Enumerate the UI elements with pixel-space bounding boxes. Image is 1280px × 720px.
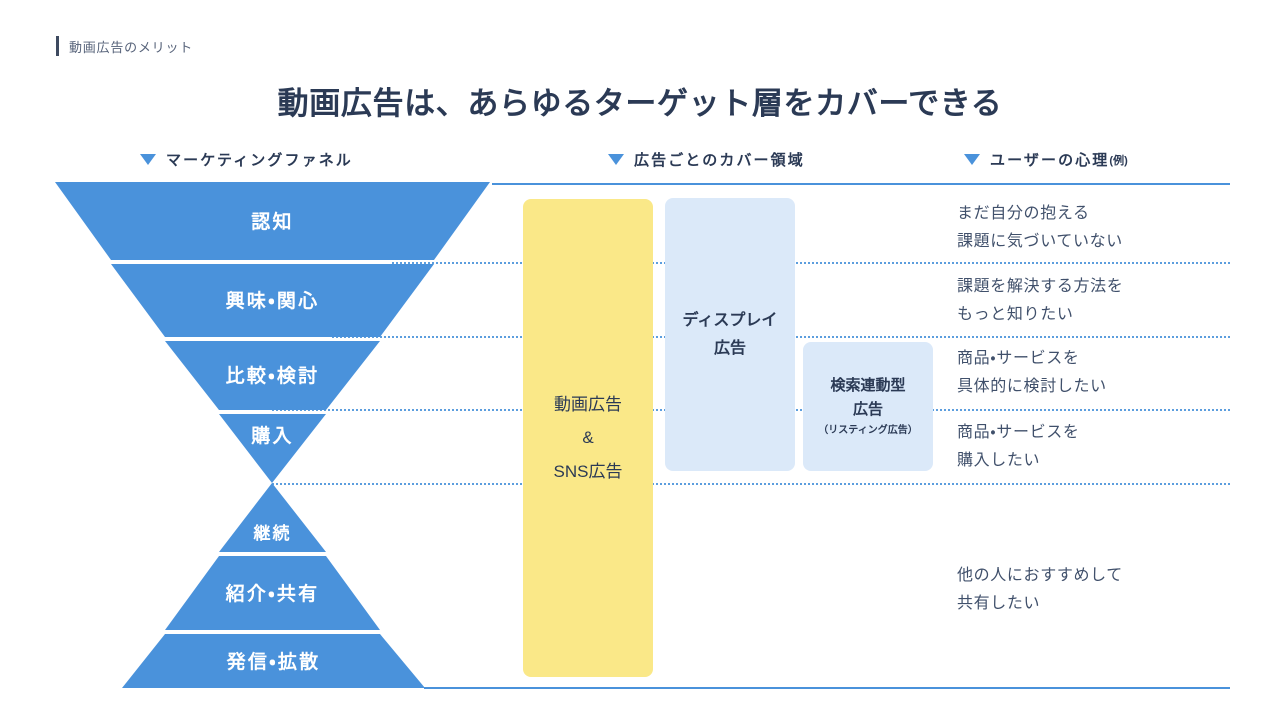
psychology-text-purchase: 商品・サービスを 購入したい <box>957 424 1080 469</box>
psychology-text-awareness: まだ自分の抱える 課題に気づいていない <box>957 205 1123 250</box>
triangle-down-icon <box>964 154 980 165</box>
coverage-box-display-ad[interactable]: ディスプレイ 広告 <box>665 198 795 471</box>
divider-top <box>492 183 1230 185</box>
funnel-segment-referral <box>165 556 380 630</box>
marketing-funnel-graphic: 認知 興味・関心 比較・検討 購入 継続 紹介・共有 発信・拡散 <box>55 182 490 688</box>
column-header-coverage-label: 広告ごとのカバー領域 <box>634 152 805 169</box>
psychology-text-advocacy: 他の人におすすめして 共有したい <box>957 567 1123 612</box>
funnel-stage-comparison[interactable]: 比較・検討 <box>165 341 380 410</box>
coverage-box-search-ad[interactable]: 検索連動型 広告 （リスティング広告） <box>803 342 933 471</box>
funnel-stage-continue-label: 継続 <box>253 523 292 543</box>
page-title: 動画広告は、あらゆるターゲット層をカバーできる <box>277 86 1003 121</box>
column-header-psychology-sub: (例) <box>1109 154 1128 167</box>
funnel-stage-referral[interactable]: 紹介・共有 <box>165 556 380 630</box>
dotted-divider-awareness <box>392 262 1230 264</box>
coverage-box-display-line2: 広告 <box>713 339 746 357</box>
funnel-shapes <box>55 182 490 688</box>
column-header-funnel: マーケティングファネル <box>140 149 353 170</box>
psychology-text-comparison: 商品・サービスを 具体的に検討したい <box>957 350 1107 395</box>
eyebrow-text: 動画広告のメリット <box>69 39 194 55</box>
divider-bottom <box>424 687 1230 689</box>
funnel-stage-advocacy[interactable]: 発信・拡散 <box>122 634 425 688</box>
coverage-box-search-line2: 広告 <box>852 401 883 418</box>
funnel-stage-referral-label: 紹介・共有 <box>225 583 320 605</box>
funnel-segment-awareness <box>55 182 490 260</box>
dotted-divider-purchase <box>272 483 1230 485</box>
coverage-box-video-line3: SNS広告 <box>553 461 623 481</box>
column-header-psychology-label: ユーザーの心理 <box>990 152 1110 169</box>
funnel-segment-continue <box>219 483 326 552</box>
funnel-segment-comparison <box>165 341 380 410</box>
triangle-down-icon <box>608 154 624 165</box>
coverage-box-search-note: （リスティング広告） <box>818 425 918 436</box>
column-header-coverage: 広告ごとのカバー領域 <box>608 149 805 170</box>
funnel-segment-interest <box>111 264 434 337</box>
column-header-psychology: ユーザーの心理 (例) <box>964 149 1128 170</box>
coverage-box-video-line1: 動画広告 <box>554 395 622 415</box>
eyebrow-label: 動画広告のメリット <box>56 34 193 58</box>
funnel-segment-advocacy <box>122 634 425 688</box>
funnel-stage-awareness[interactable]: 認知 <box>55 182 490 260</box>
coverage-box-video-line2: & <box>582 428 594 448</box>
coverage-box-display-line1: ディスプレイ <box>682 311 778 329</box>
funnel-stage-purchase-label: 購入 <box>251 425 294 447</box>
coverage-box-video-sns[interactable]: 動画広告 & SNS広告 <box>523 199 653 677</box>
funnel-stage-interest[interactable]: 興味・関心 <box>111 264 434 337</box>
eyebrow-accent-bar <box>56 36 59 56</box>
psychology-text-interest: 課題を解決する方法を もっと知りたい <box>957 278 1124 323</box>
triangle-down-icon <box>140 154 156 165</box>
funnel-stage-comparison-label: 比較・検討 <box>225 366 320 387</box>
coverage-box-search-line1: 検索連動型 <box>830 377 906 394</box>
funnel-stage-awareness-label: 認知 <box>251 211 294 233</box>
column-header-funnel-label: マーケティングファネル <box>166 152 353 169</box>
funnel-stage-interest-label: 興味・関心 <box>225 291 320 312</box>
funnel-segment-purchase <box>219 414 326 483</box>
funnel-stage-advocacy-label: 発信・拡散 <box>226 651 321 673</box>
funnel-stage-continue[interactable]: 継続 <box>219 512 326 552</box>
funnel-stage-purchase[interactable]: 購入 <box>219 414 326 456</box>
